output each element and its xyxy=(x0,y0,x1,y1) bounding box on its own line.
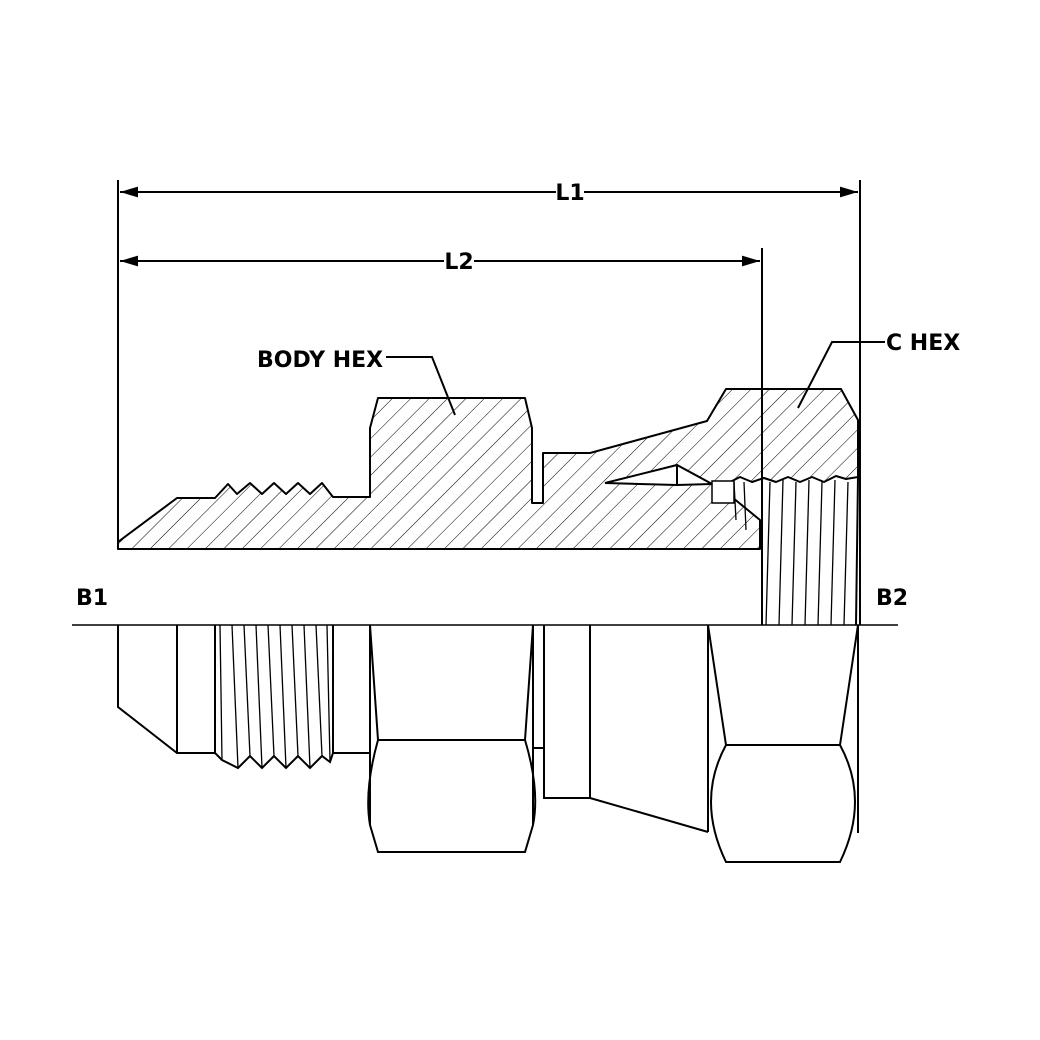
internal-thread-b2 xyxy=(733,476,859,626)
male-thread xyxy=(214,624,370,770)
bore-label-b1: B1 xyxy=(76,586,108,611)
seat-groove xyxy=(711,480,735,504)
bore-label-b2: B2 xyxy=(876,586,908,611)
body-section-hatched xyxy=(117,388,859,550)
c-hex-nut-view xyxy=(707,624,859,863)
body-hex-label: BODY HEX xyxy=(257,348,383,373)
body-hex-leader xyxy=(386,356,456,416)
flare-end xyxy=(117,625,215,754)
c-hex-leader xyxy=(797,341,885,409)
neck-and-sleeve xyxy=(533,625,709,833)
dimension-label-l1: L1 xyxy=(555,181,584,206)
dimension-l2: L2 xyxy=(120,250,760,275)
c-hex-label: C HEX xyxy=(886,331,960,356)
dimension-label-l2: L2 xyxy=(444,250,473,275)
body-hex-view xyxy=(367,624,537,853)
dimension-l1: L1 xyxy=(120,181,858,206)
